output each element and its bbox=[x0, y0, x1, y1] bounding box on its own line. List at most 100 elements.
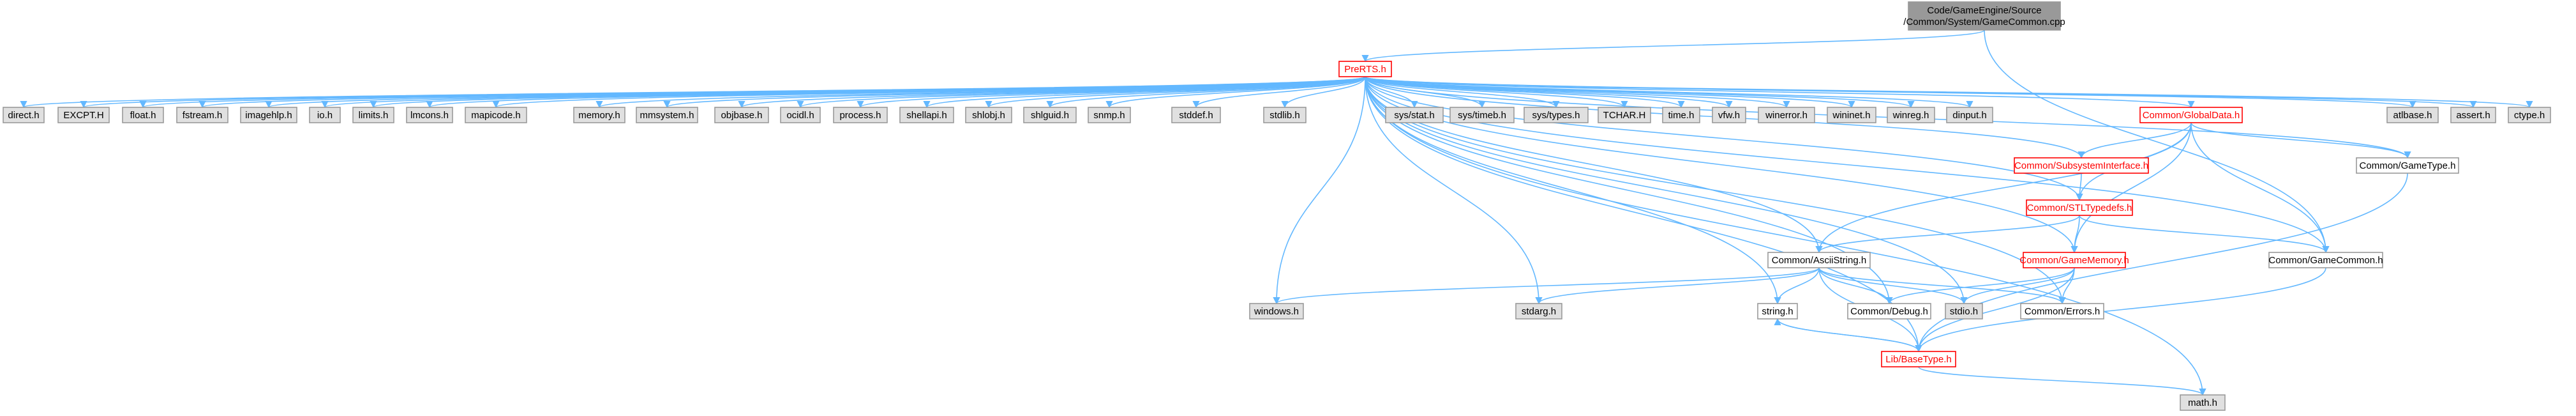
node-box bbox=[2139, 107, 2243, 123]
node-shlobj[interactable]: shlobj.h bbox=[965, 107, 1012, 123]
edge-gamememory-to-basetype bbox=[1915, 267, 2075, 353]
node-label: Common/STLTypedefs.h bbox=[2027, 203, 2132, 213]
node-dinput[interactable]: dinput.h bbox=[1946, 107, 1993, 123]
node-label: ctype.h bbox=[2514, 110, 2545, 121]
node-snmp[interactable]: snmp.h bbox=[1088, 107, 1131, 123]
node-label: atlbase.h bbox=[2393, 110, 2432, 121]
node-wininet[interactable]: wininet.h bbox=[1827, 107, 1876, 123]
node-atlbase[interactable]: atlbase.h bbox=[2386, 107, 2439, 123]
edge-prerts-to-snmp bbox=[1105, 76, 1366, 109]
node-string[interactable]: string.h bbox=[1757, 303, 1798, 320]
edge-prerts-to-stltypedefs bbox=[1365, 76, 2083, 201]
node-process[interactable]: process.h bbox=[833, 107, 888, 123]
node-box bbox=[2023, 252, 2126, 268]
node-objbase[interactable]: objbase.h bbox=[714, 107, 769, 123]
node-tchar[interactable]: TCHAR.H bbox=[1598, 107, 1651, 123]
node-root[interactable]: Code/GameEngine/Source/Common/System/Gam… bbox=[1903, 1, 2065, 31]
node-label: winerror.h bbox=[1765, 110, 1808, 121]
node-box bbox=[1263, 107, 1307, 123]
node-errors[interactable]: Common/Errors.h bbox=[2020, 303, 2104, 320]
node-box bbox=[965, 107, 1012, 123]
node-shellapi[interactable]: shellapi.h bbox=[899, 107, 954, 123]
edge-basetype-to-string bbox=[1774, 318, 1919, 352]
node-label: direct.h bbox=[8, 110, 39, 121]
node-label: Lib/BaseType.h bbox=[1885, 354, 1951, 365]
node-windows[interactable]: windows.h bbox=[1249, 303, 1304, 320]
node-box bbox=[465, 107, 527, 123]
edge-prerts-to-math bbox=[1365, 76, 2206, 396]
node-systypes[interactable]: sys/types.h bbox=[1524, 107, 1589, 123]
node-sysstat[interactable]: sys/stat.h bbox=[1385, 107, 1444, 123]
node-box bbox=[1847, 303, 1931, 320]
node-basetype[interactable]: Lib/BaseType.h bbox=[1881, 351, 1956, 367]
edge-asciistring-to-errors bbox=[1818, 267, 2066, 305]
node-stltypedefs[interactable]: Common/STLTypedefs.h bbox=[2026, 199, 2133, 216]
node-excpt[interactable]: EXCPT.H bbox=[57, 107, 110, 123]
node-label: wininet.h bbox=[1832, 110, 1870, 121]
edge-globaldata-to-asciistring bbox=[1815, 122, 2192, 254]
node-mapicode[interactable]: mapicode.h bbox=[465, 107, 527, 123]
node-asciistring[interactable]: Common/AsciiString.h bbox=[1767, 252, 1871, 268]
node-winerror[interactable]: winerror.h bbox=[1758, 107, 1815, 123]
node-label: /Common/System/GameCommon.cpp bbox=[1903, 17, 2065, 27]
edge-prerts-to-stddef bbox=[1192, 76, 1366, 109]
node-stddef[interactable]: stddef.h bbox=[1171, 107, 1221, 123]
node-label: limits.h bbox=[359, 110, 389, 121]
node-mmsystem[interactable]: mmsystem.h bbox=[636, 107, 698, 123]
node-debug[interactable]: Common/Debug.h bbox=[1847, 303, 1931, 320]
node-math[interactable]: math.h bbox=[2180, 394, 2226, 411]
node-stdarg[interactable]: stdarg.h bbox=[1515, 303, 1562, 320]
node-box bbox=[1385, 107, 1444, 123]
node-stdio[interactable]: stdio.h bbox=[1945, 303, 1983, 320]
node-label: sys/types.h bbox=[1532, 110, 1580, 121]
node-box bbox=[1881, 351, 1956, 367]
node-stdlib[interactable]: stdlib.h bbox=[1263, 107, 1307, 123]
node-time[interactable]: time.h bbox=[1662, 107, 1700, 123]
node-imagehlp[interactable]: imagehlp.h bbox=[240, 107, 297, 123]
node-fstream[interactable]: fstream.h bbox=[176, 107, 228, 123]
edge-prerts-to-basetype bbox=[1365, 76, 1922, 353]
node-box bbox=[780, 107, 821, 123]
node-assert[interactable]: assert.h bbox=[2450, 107, 2496, 123]
node-globaldata[interactable]: Common/GlobalData.h bbox=[2139, 107, 2243, 123]
node-float[interactable]: float.h bbox=[122, 107, 164, 123]
node-box bbox=[2386, 107, 2439, 123]
node-box bbox=[636, 107, 698, 123]
node-gamecommon[interactable]: Common/GameCommon.h bbox=[2268, 252, 2383, 268]
node-ocidl[interactable]: ocidl.h bbox=[780, 107, 821, 123]
node-label: winreg.h bbox=[1892, 110, 1929, 121]
node-gametype[interactable]: Common/GameType.h bbox=[2356, 157, 2459, 174]
edge-globaldata-to-subsys bbox=[2078, 122, 2192, 159]
node-subsys[interactable]: Common/SubsystemInterface.h bbox=[2014, 157, 2149, 174]
edge-root-to-prerts bbox=[1361, 29, 1985, 63]
node-direct[interactable]: direct.h bbox=[3, 107, 45, 123]
node-label: process.h bbox=[839, 110, 881, 121]
node-box bbox=[1515, 303, 1562, 320]
node-label: shlobj.h bbox=[972, 110, 1005, 121]
node-lmcons[interactable]: lmcons.h bbox=[406, 107, 453, 123]
node-vfw[interactable]: vfw.h bbox=[1712, 107, 1746, 123]
node-box bbox=[122, 107, 164, 123]
node-box bbox=[1908, 1, 2061, 31]
node-box bbox=[1662, 107, 1700, 123]
node-prerts[interactable]: PreRTS.h bbox=[1338, 61, 1392, 77]
node-label: dinput.h bbox=[1952, 110, 1986, 121]
node-label: string.h bbox=[1762, 306, 1793, 317]
node-label: io.h bbox=[317, 110, 333, 121]
node-io[interactable]: io.h bbox=[309, 107, 341, 123]
node-memory[interactable]: memory.h bbox=[573, 107, 625, 123]
node-label: ocidl.h bbox=[786, 110, 814, 121]
node-limits[interactable]: limits.h bbox=[352, 107, 394, 123]
node-label: Common/GlobalData.h bbox=[2143, 110, 2240, 121]
node-winreg[interactable]: winreg.h bbox=[1887, 107, 1935, 123]
node-ctype[interactable]: ctype.h bbox=[2508, 107, 2551, 123]
node-systimeb[interactable]: sys/timeb.h bbox=[1449, 107, 1515, 123]
node-shlguid[interactable]: shlguid.h bbox=[1023, 107, 1077, 123]
edge-prerts-to-tchar bbox=[1365, 76, 1628, 109]
node-box bbox=[573, 107, 625, 123]
node-box bbox=[1524, 107, 1589, 123]
node-box bbox=[833, 107, 888, 123]
node-gamememory[interactable]: Common/GameMemory.h bbox=[2019, 252, 2129, 268]
node-label: EXCPT.H bbox=[63, 110, 103, 121]
